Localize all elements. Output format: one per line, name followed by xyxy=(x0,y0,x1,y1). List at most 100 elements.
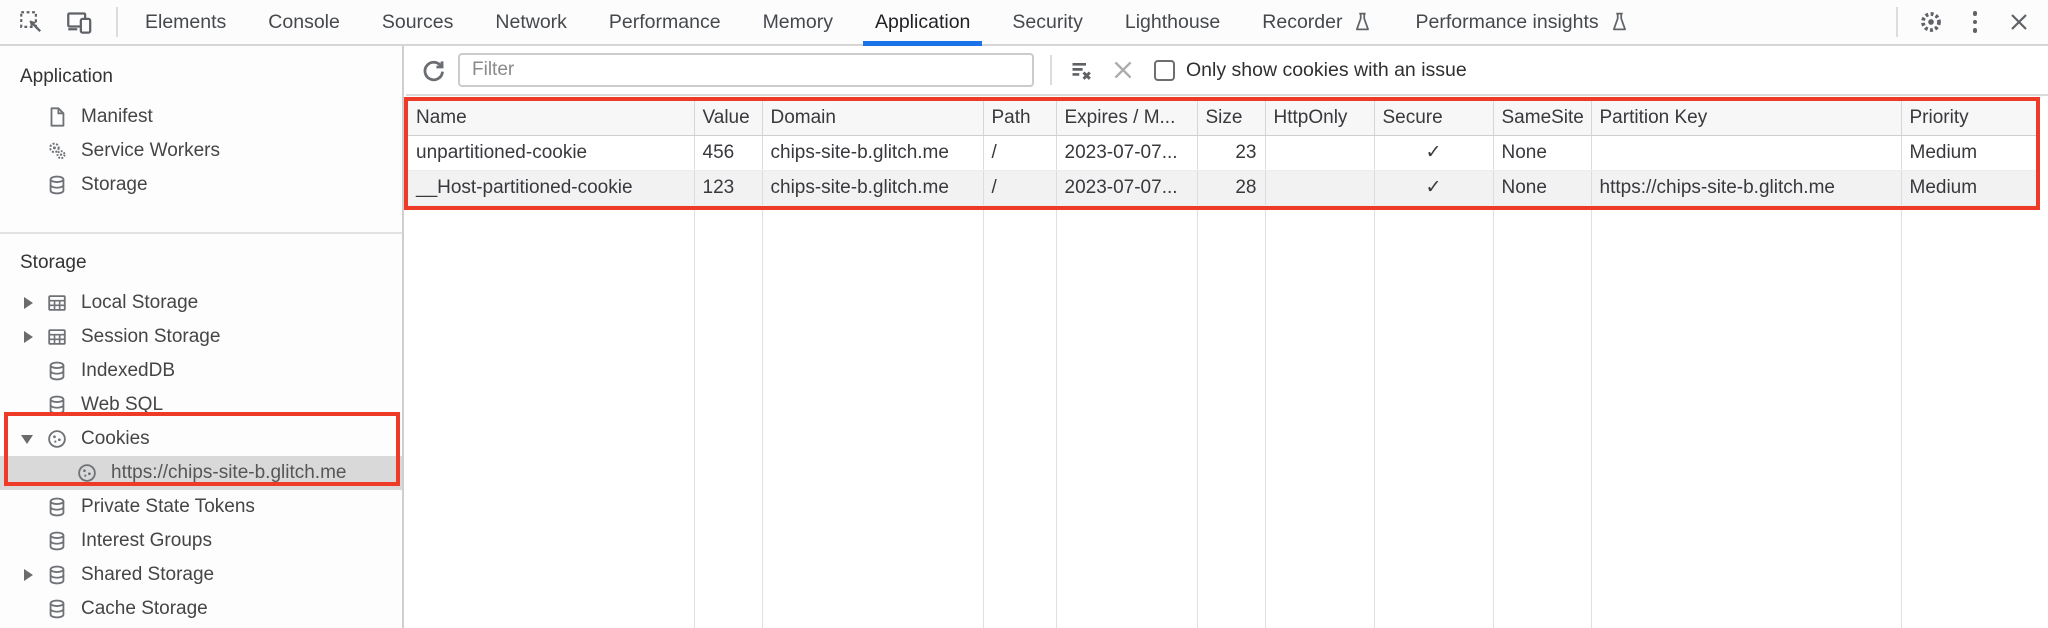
tab-label: Lighthouse xyxy=(1124,10,1221,33)
column-header-samesite[interactable]: SameSite xyxy=(1493,101,1592,136)
tab-console[interactable]: Console xyxy=(247,0,361,44)
column-header-partition-key[interactable]: Partition Key xyxy=(1591,101,1902,136)
tab-recorder[interactable]: Recorder xyxy=(1241,0,1394,44)
cell-domain[interactable]: chips-site-b.glitch.me xyxy=(762,170,984,206)
table-grid-extension xyxy=(408,209,2036,628)
sidebar-item-web-sql[interactable]: Web SQL xyxy=(0,388,402,422)
sidebar-item-label: Local Storage xyxy=(81,292,199,313)
cell-size[interactable]: 23 xyxy=(1197,135,1266,171)
sidebar-item-label: Interest Groups xyxy=(81,530,212,551)
only-show-issue-checkbox[interactable] xyxy=(1154,59,1175,81)
cookie-row-host-partitioned[interactable]: __Host-partitioned-cookie 123 chips-site… xyxy=(408,170,2036,206)
sidebar-item-session-storage[interactable]: Session Storage xyxy=(0,320,402,354)
column-header-domain[interactable]: Domain xyxy=(762,101,984,136)
sidebar-item-indexeddb[interactable]: IndexedDB xyxy=(0,354,402,388)
devtools-tabbar: Elements Console Sources Network Perform… xyxy=(0,0,2048,46)
tab-network[interactable]: Network xyxy=(474,0,588,44)
sidebar-item-cookies[interactable]: Cookies xyxy=(0,422,402,456)
sidebar-item-cache-storage[interactable]: Cache Storage xyxy=(0,592,402,626)
clear-icon[interactable] xyxy=(1106,53,1140,87)
cell-name[interactable]: unpartitioned-cookie xyxy=(408,135,695,171)
sidebar-item-storage[interactable]: Storage xyxy=(0,168,402,202)
cell-value[interactable]: 456 xyxy=(694,135,763,171)
close-devtools-icon[interactable] xyxy=(2002,5,2036,39)
table-grid-icon xyxy=(46,326,68,348)
cell-priority[interactable]: Medium xyxy=(1901,170,2036,206)
tab-performance-insights[interactable]: Performance insights xyxy=(1394,0,1650,44)
tab-label: Sources xyxy=(381,10,454,33)
device-toolbar-icon[interactable] xyxy=(62,5,96,39)
cell-expires[interactable]: 2023-07-07... xyxy=(1056,135,1198,171)
cell-expires[interactable]: 2023-07-07... xyxy=(1056,170,1198,206)
cell-samesite[interactable]: None xyxy=(1493,170,1592,206)
tabbar-divider xyxy=(1896,7,1898,37)
cell-httponly[interactable] xyxy=(1265,135,1375,171)
annotation-box-cookie-table: Name Value Domain Path Expires / M... Si… xyxy=(404,97,2040,210)
sidebar-item-interest-groups[interactable]: Interest Groups xyxy=(0,524,402,558)
cell-partition-key[interactable]: https://chips-site-b.glitch.me xyxy=(1591,170,1902,206)
column-header-size[interactable]: Size xyxy=(1197,101,1266,136)
database-icon xyxy=(46,394,68,416)
sidebar-item-private-state-tokens[interactable]: Private State Tokens xyxy=(0,490,402,524)
column-header-value[interactable]: Value xyxy=(694,101,763,136)
column-header-priority[interactable]: Priority xyxy=(1901,101,2036,136)
tab-performance[interactable]: Performance xyxy=(588,0,742,44)
table-grid-line xyxy=(983,209,984,628)
sidebar-item-service-workers[interactable]: Service Workers xyxy=(0,134,402,168)
cell-secure-checkmark[interactable]: ✓ xyxy=(1374,135,1494,171)
sidebar-item-manifest[interactable]: Manifest xyxy=(0,100,402,134)
tab-sources[interactable]: Sources xyxy=(361,0,475,44)
sidebar-item-label: IndexedDB xyxy=(81,360,176,381)
table-grid-line xyxy=(1493,209,1494,628)
cell-partition-key[interactable] xyxy=(1591,135,1902,171)
database-icon xyxy=(46,598,68,620)
sidebar-divider xyxy=(0,232,402,234)
cell-samesite[interactable]: None xyxy=(1493,135,1592,171)
database-icon xyxy=(46,530,68,552)
collapse-triangle-icon[interactable] xyxy=(20,435,46,444)
tab-elements[interactable]: Elements xyxy=(124,0,247,44)
tab-memory[interactable]: Memory xyxy=(742,0,854,44)
settings-gear-icon[interactable] xyxy=(1914,5,1948,39)
column-header-secure[interactable]: Secure xyxy=(1374,101,1494,136)
column-header-expires[interactable]: Expires / M... xyxy=(1056,101,1198,136)
cookie-icon xyxy=(46,428,68,450)
sidebar-item-local-storage[interactable]: Local Storage xyxy=(0,286,402,320)
tab-label: Recorder xyxy=(1262,10,1343,33)
tab-security[interactable]: Security xyxy=(991,0,1103,44)
column-header-name[interactable]: Name xyxy=(408,101,695,136)
expand-triangle-icon[interactable] xyxy=(20,297,46,309)
sidebar-item-cookies-origin[interactable]: https://chips-site-b.glitch.me xyxy=(0,456,402,490)
column-header-path[interactable]: Path xyxy=(983,101,1057,136)
cell-size[interactable]: 28 xyxy=(1197,170,1266,206)
cell-path[interactable]: / xyxy=(983,170,1057,206)
table-grid-line xyxy=(1591,209,1592,628)
database-icon xyxy=(46,564,68,586)
tab-label: Application xyxy=(874,10,971,33)
inspect-element-icon[interactable] xyxy=(14,5,48,39)
clear-filter-icon[interactable] xyxy=(1064,53,1098,87)
table-grid-line xyxy=(1265,209,1266,628)
filter-input[interactable] xyxy=(458,53,1034,87)
cell-httponly[interactable] xyxy=(1265,170,1375,206)
cell-name[interactable]: __Host-partitioned-cookie xyxy=(408,170,695,206)
expand-triangle-icon[interactable] xyxy=(20,331,46,343)
refresh-icon[interactable] xyxy=(416,53,450,87)
cell-path[interactable]: / xyxy=(983,135,1057,171)
cookie-row-unpartitioned[interactable]: unpartitioned-cookie 456 chips-site-b.gl… xyxy=(408,135,2036,171)
tab-label: Security xyxy=(1012,10,1083,33)
tab-application[interactable]: Application xyxy=(854,0,991,46)
cell-value[interactable]: 123 xyxy=(694,170,763,206)
database-icon xyxy=(46,174,68,196)
cell-domain[interactable]: chips-site-b.glitch.me xyxy=(762,135,984,171)
cell-priority[interactable]: Medium xyxy=(1901,135,2036,171)
more-options-icon[interactable] xyxy=(1958,5,1992,39)
sidebar-item-label: Manifest xyxy=(81,106,153,127)
column-header-httponly[interactable]: HttpOnly xyxy=(1265,101,1375,136)
expand-triangle-icon[interactable] xyxy=(20,569,46,581)
only-show-issue-label: Only show cookies with an issue xyxy=(1186,58,1467,81)
sidebar-item-shared-storage[interactable]: Shared Storage xyxy=(0,558,402,592)
tab-lighthouse[interactable]: Lighthouse xyxy=(1104,0,1241,44)
cell-secure-checkmark[interactable]: ✓ xyxy=(1374,170,1494,206)
